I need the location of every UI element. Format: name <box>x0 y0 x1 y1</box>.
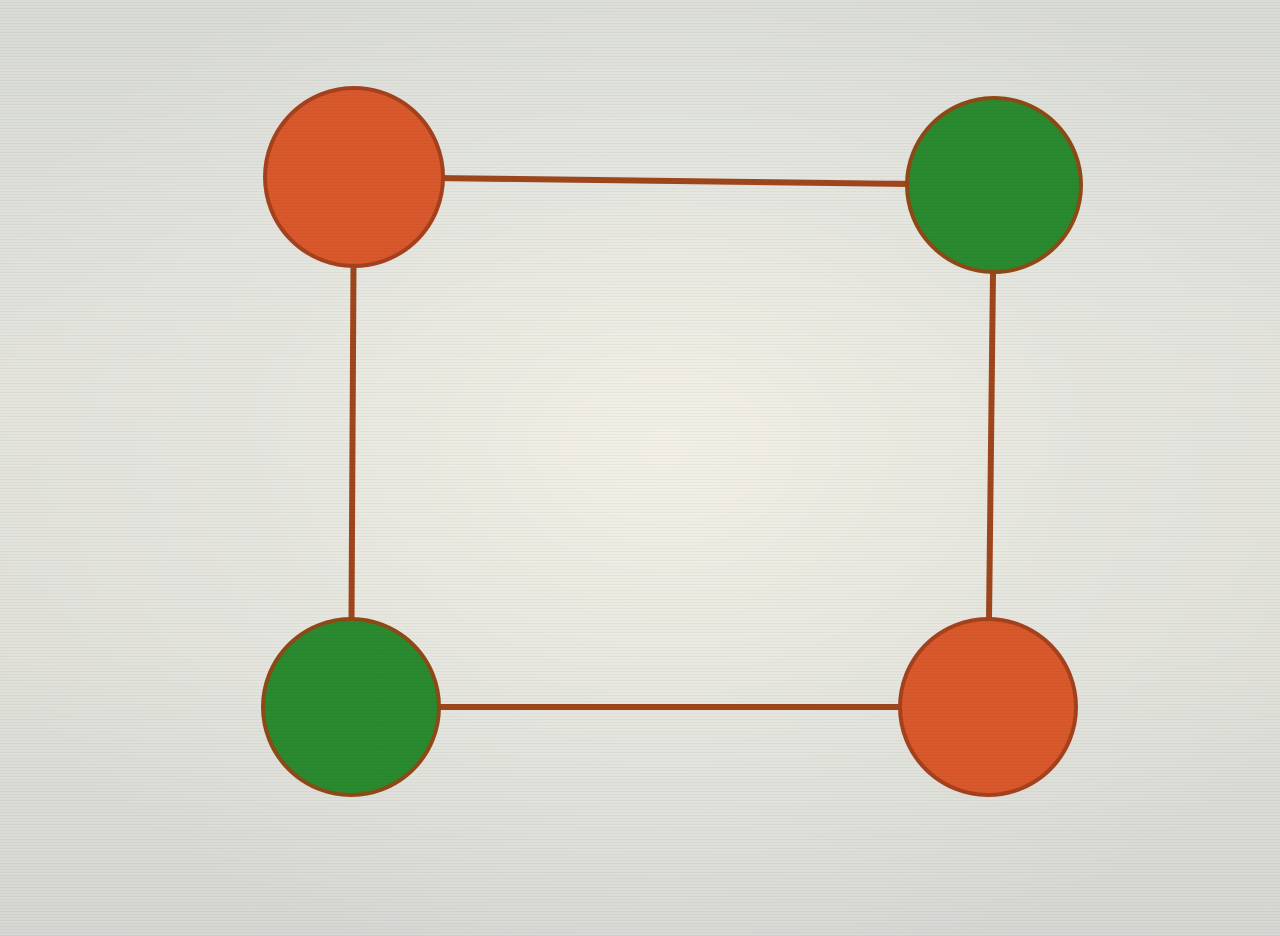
node-bottom-right <box>898 617 1078 797</box>
edge-layer <box>348 174 997 710</box>
node-top-left <box>263 86 445 268</box>
edge-top-left-to-top-right <box>351 174 997 188</box>
node-layer <box>261 86 1083 797</box>
node-bottom-left <box>261 617 441 797</box>
node-top-right <box>905 96 1083 274</box>
